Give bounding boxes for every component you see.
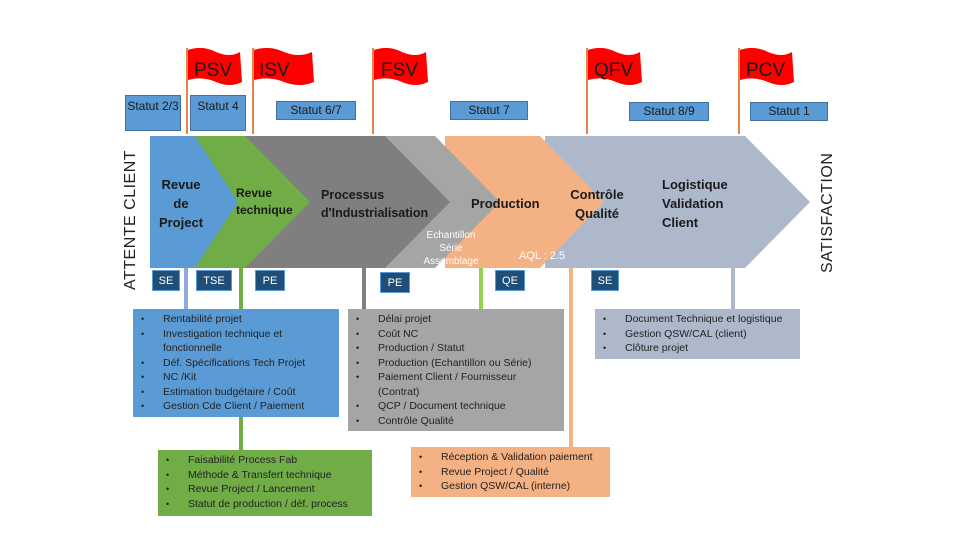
role-tag-pe: PE [255, 270, 285, 291]
flag-pole-psv [186, 48, 188, 134]
flag-label-isv: ISV [259, 60, 290, 81]
flag-label-pcv: PCV [746, 60, 786, 81]
role-tag-qe: QE [495, 270, 525, 291]
stage-processus: Processus d'Industrialisation [321, 188, 429, 220]
list-item: QCP / Document technique [352, 399, 560, 414]
role-tag-tse: TSE [196, 270, 232, 291]
list-item: Méthode & Transfert technique [162, 468, 368, 483]
list-item: Coût NC [352, 327, 560, 342]
list-item: Document Technique et logistique [599, 312, 796, 327]
aql-label: AQL : 2.5 [518, 250, 566, 262]
list-item: Statut de production / déf. process [162, 497, 368, 512]
connector-logistique [731, 268, 735, 310]
stage-production: Production [471, 196, 540, 211]
list-item: Gestion QSW/CAL (interne) [415, 479, 606, 494]
list-item: Contrôle Qualité [352, 414, 560, 429]
flag-icon-pcv [740, 48, 794, 85]
detail-box-gray: Délai projet Coût NC Production / Statut… [348, 309, 564, 431]
list-item: Revue Project / Qualité [415, 465, 606, 480]
flag-label-psv: PSV [194, 60, 233, 81]
list-item: Gestion Cde Client / Paiement [137, 399, 335, 414]
list-item: NC /Kit [137, 370, 335, 385]
flag-pole-fsv [372, 48, 374, 134]
detail-box-orange: Réception & Validation paiement Revue Pr… [411, 447, 610, 497]
statut-box: Statut 8/9 [629, 102, 709, 121]
role-tag-pe: PE [380, 272, 410, 293]
detail-box-blue: Rentabilité projet Investigation techniq… [133, 309, 339, 417]
statut-box: Statut 6/7 [276, 101, 356, 120]
statut-box: Statut 7 [450, 101, 528, 120]
list-item: Production (Echantillon ou Série) [352, 356, 560, 371]
list-item: Investigation technique et fonctionnelle [137, 327, 335, 356]
list-item: Réception & Validation paiement [415, 450, 606, 465]
list-item: Revue Project / Lancement [162, 482, 368, 497]
flag-label-qfv: QFV [594, 60, 634, 81]
list-item: Rentabilité projet [137, 312, 335, 327]
detail-box-green: Faisabilité Process Fab Méthode & Transf… [158, 450, 372, 516]
role-tag-se: SE [152, 270, 180, 291]
stage-logistique: Logistique Validation Client [662, 177, 728, 230]
chevron-orange [445, 136, 604, 268]
list-item: Faisabilité Process Fab [162, 453, 368, 468]
list-item: Production / Statut [352, 341, 560, 356]
chevron-steel [545, 136, 810, 268]
flag-label-fsv: FSV [381, 60, 418, 81]
stage-controle-qualite: Contrôle Qualité [570, 187, 624, 221]
connector-se [184, 268, 188, 310]
flag-pole-qfv [586, 48, 588, 134]
stage-revue-technique: Revue technique [236, 186, 293, 217]
connector-qe [479, 268, 483, 310]
statut-box: Statut 4 [190, 95, 246, 131]
role-tag-se: SE [591, 270, 619, 291]
flag-icon-psv [188, 48, 242, 85]
list-item: Estimation budgétaire / Coût [137, 385, 335, 400]
connector-controle [569, 268, 573, 448]
flag-icon-qfv [588, 48, 642, 85]
echantillon-label: Echantillon Série Assemblage [423, 230, 479, 267]
stage-revue-project: Revue de Project [158, 177, 204, 230]
detail-box-steel: Document Technique et logistique Gestion… [595, 309, 800, 359]
flag-pole-isv [252, 48, 254, 134]
chevron-dark-gray [245, 136, 450, 268]
flag-icon-fsv [374, 48, 428, 85]
flag-icon-isv [254, 48, 314, 85]
connector-pe [362, 268, 366, 310]
list-item: Paiement Client / Fournisseur (Contrat) [352, 370, 560, 399]
list-item: Délai projet [352, 312, 560, 327]
statut-box: Statut 2/3 [125, 95, 181, 131]
chevron-blue [150, 136, 238, 268]
list-item: Déf. Spécifications Tech Projet [137, 356, 335, 371]
list-item: Clôture projet [599, 341, 796, 356]
list-item: Gestion QSW/CAL (client) [599, 327, 796, 342]
flag-pole-pcv [738, 48, 740, 134]
statut-box: Statut 1 [750, 102, 828, 121]
